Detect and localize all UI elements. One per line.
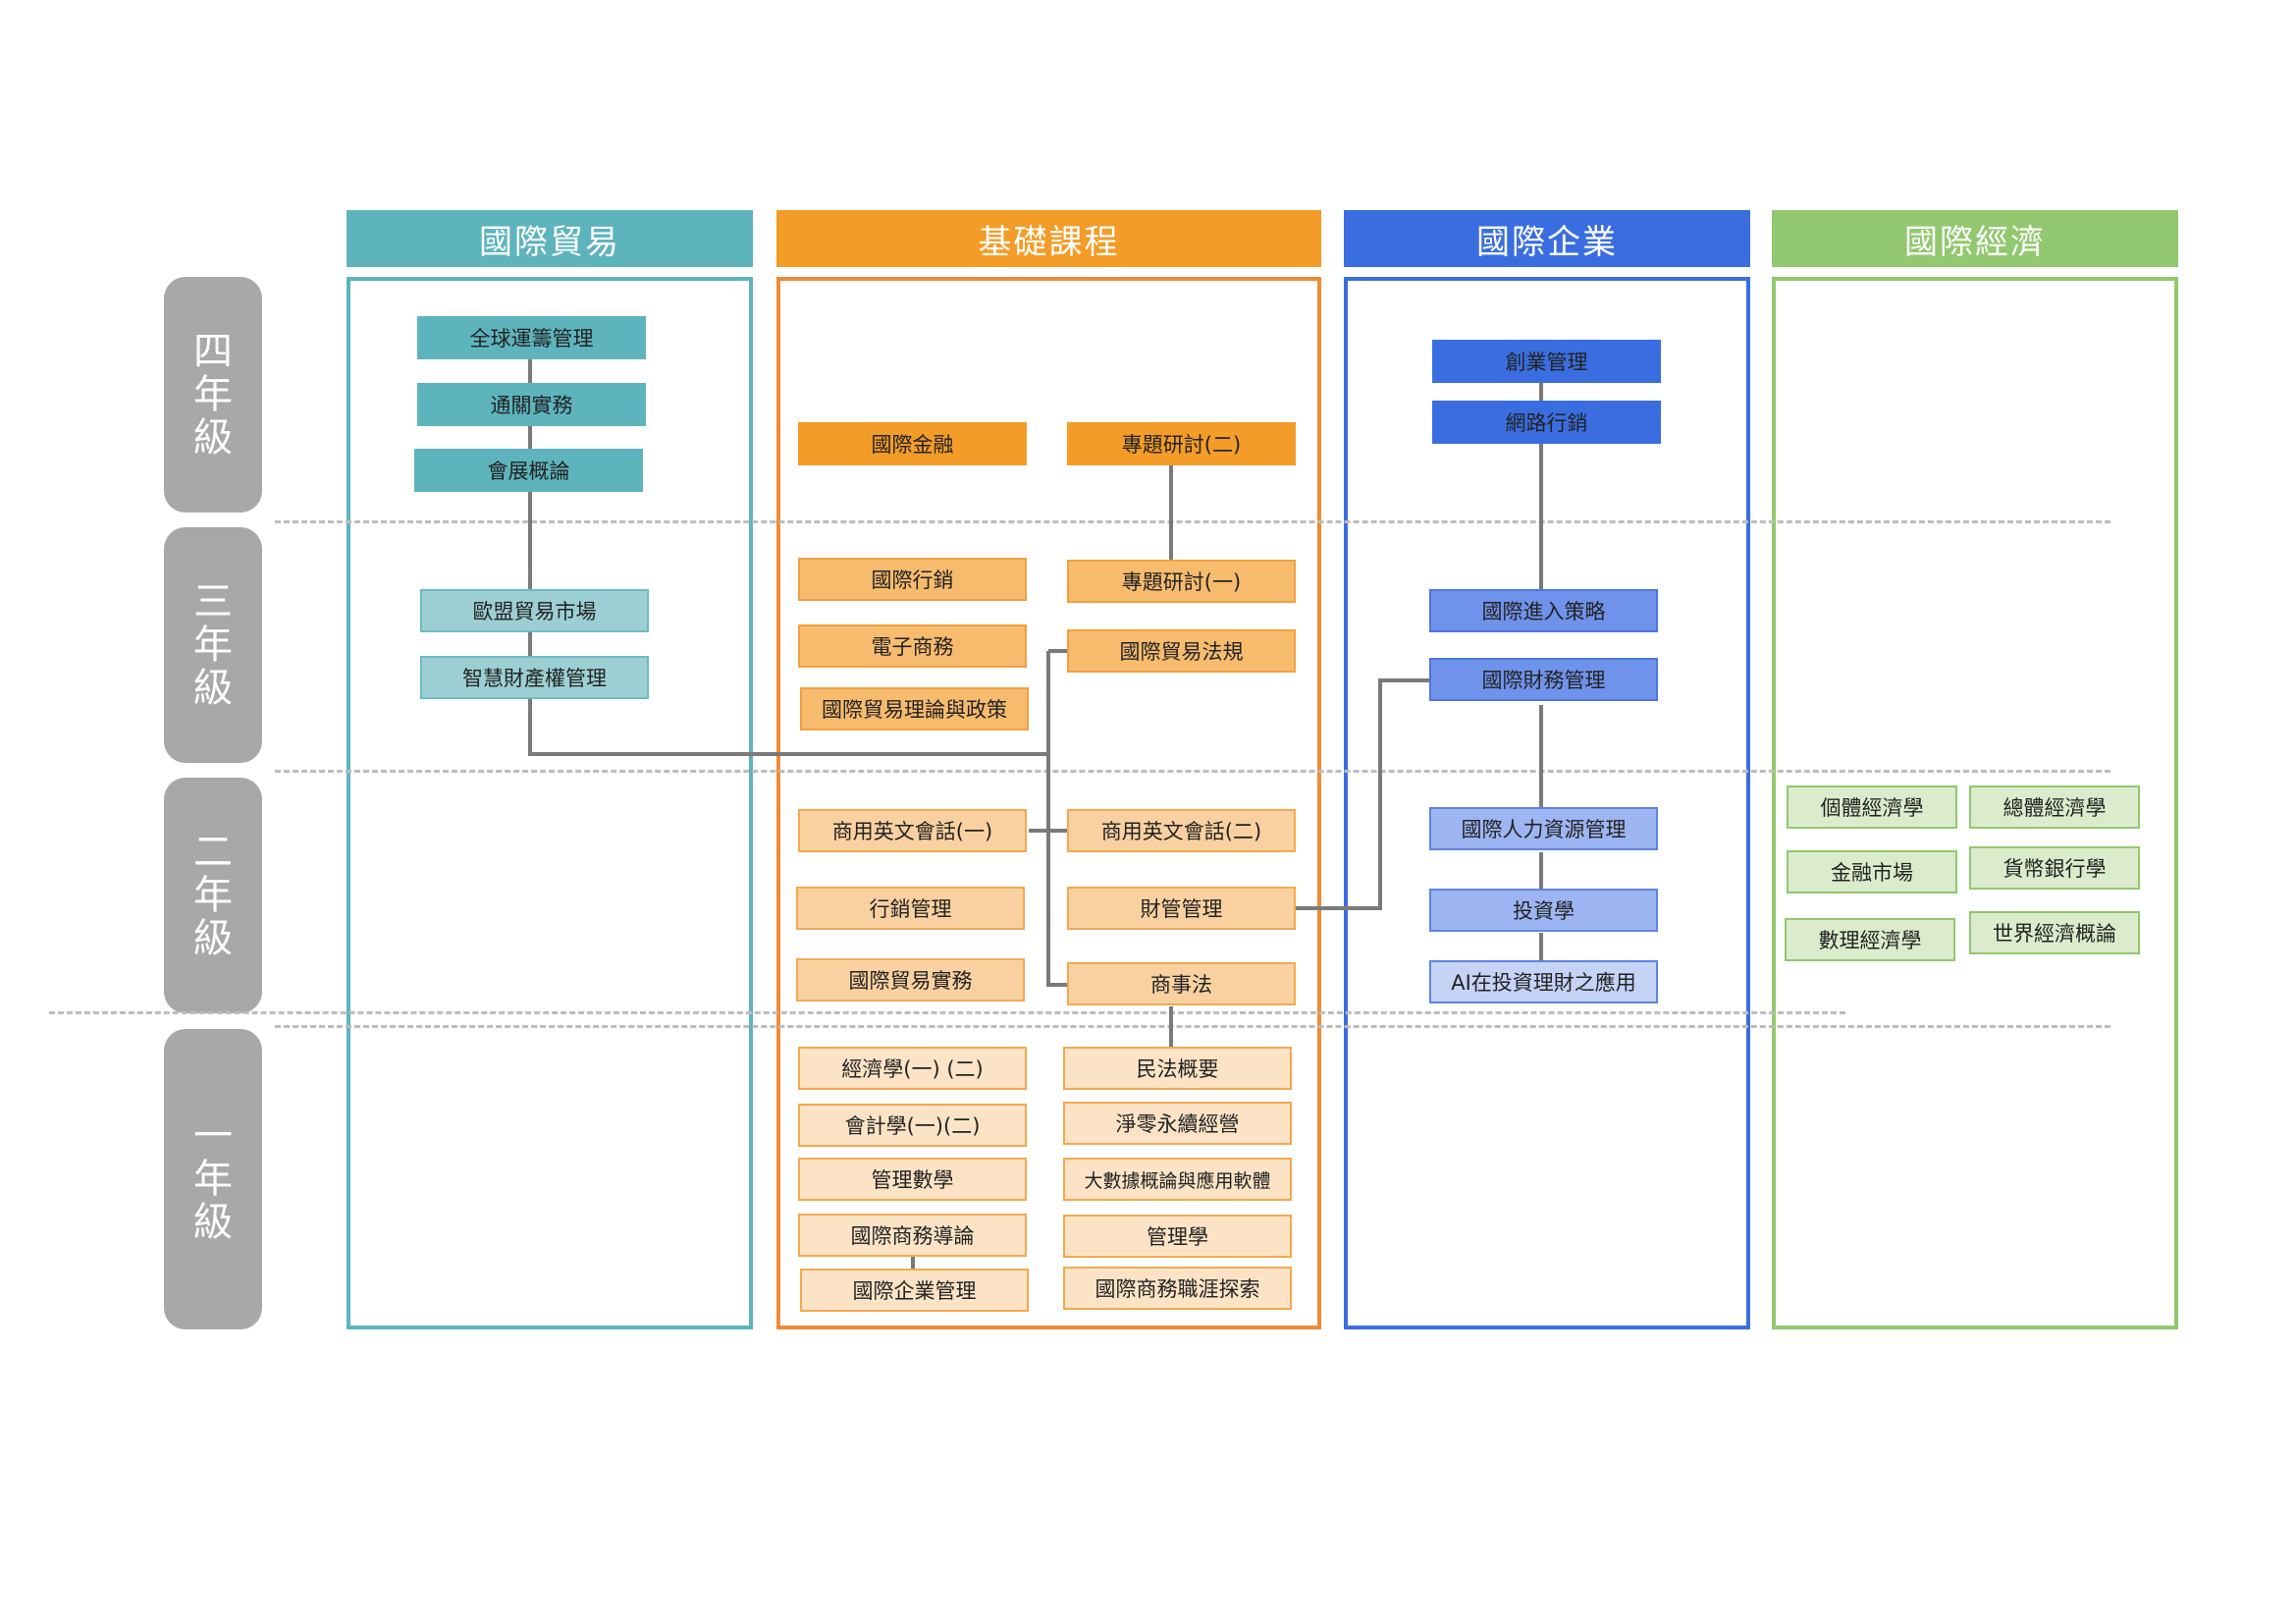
year-divider	[275, 520, 2110, 523]
course-box: 國際進入策略	[1429, 589, 1658, 632]
course-box: 經濟學(一) (二)	[798, 1047, 1027, 1090]
connector	[1296, 678, 1429, 910]
year-char: 級	[193, 1200, 233, 1245]
year-char: 年	[193, 1157, 233, 1202]
course-box: 貨幣銀行學	[1969, 846, 2140, 890]
course-box: 個體經濟學	[1787, 785, 1957, 829]
course-box: 商用英文會話(一)	[798, 809, 1027, 852]
course-box: 專題研討(一)	[1067, 560, 1296, 603]
course-box: 國際貿易實務	[796, 958, 1025, 1001]
course-box: 投資學	[1429, 889, 1658, 932]
course-box: 網路行銷	[1432, 401, 1661, 444]
year-char: 年	[193, 873, 233, 918]
course-box: 總體經濟學	[1969, 785, 2140, 829]
course-box: 管理學	[1063, 1215, 1292, 1258]
year-divider	[49, 1011, 1845, 1014]
year-label-4: 四 年 級	[164, 277, 262, 513]
course-box: 管理數學	[798, 1158, 1027, 1201]
column-header-basic: 基礎課程	[776, 210, 1321, 267]
course-box: 金融市場	[1787, 850, 1957, 893]
course-box: 國際金融	[798, 422, 1027, 465]
year-char: 級	[193, 415, 233, 460]
year-char: 三	[193, 579, 233, 624]
course-box: 民法概要	[1063, 1047, 1292, 1090]
course-box: 全球運籌管理	[417, 316, 646, 359]
course-box: 商事法	[1067, 962, 1296, 1005]
course-box: 國際貿易理論與政策	[800, 687, 1029, 731]
year-divider	[275, 770, 2110, 773]
course-box: 國際人力資源管理	[1429, 807, 1658, 850]
year-char: 級	[193, 916, 233, 961]
column-frame-basic	[776, 277, 1321, 1329]
course-box: 通關實務	[417, 383, 646, 426]
course-box: 智慧財產權管理	[420, 656, 649, 699]
course-box: 淨零永續經營	[1063, 1102, 1292, 1145]
course-box: 創業管理	[1432, 340, 1661, 383]
course-box: 財管管理	[1067, 887, 1296, 930]
year-label-3: 三 年 級	[164, 527, 262, 763]
column-header-trade: 國際貿易	[347, 210, 753, 267]
year-label-2: 二 年 級	[164, 778, 262, 1013]
course-box: 數理經濟學	[1785, 918, 1955, 961]
column-header-economics: 國際經濟	[1772, 210, 2178, 267]
course-box: 國際商務職涯探索	[1063, 1267, 1292, 1310]
course-box: 會展概論	[414, 449, 643, 492]
year-char: 年	[193, 372, 233, 417]
column-frame-business	[1344, 277, 1750, 1329]
course-box: 國際貿易法規	[1067, 629, 1296, 673]
year-char: 年	[193, 623, 233, 668]
course-box: 專題研討(二)	[1067, 422, 1296, 465]
year-char: 二	[193, 830, 233, 875]
column-frame-economics	[1772, 277, 2178, 1329]
course-box: 電子商務	[798, 624, 1027, 668]
course-box: 行銷管理	[796, 887, 1025, 930]
year-label-1: 一 年 級	[164, 1029, 262, 1329]
course-box: 國際行銷	[798, 558, 1027, 601]
course-box: 世界經濟概論	[1969, 911, 2140, 954]
course-box: 國際企業管理	[800, 1269, 1029, 1312]
course-box: 國際商務導論	[798, 1214, 1027, 1257]
course-box: AI在投資理財之應用	[1429, 960, 1658, 1003]
connector	[1046, 651, 1067, 987]
column-header-business: 國際企業	[1344, 210, 1750, 267]
year-char: 四	[193, 329, 233, 374]
year-char: 一	[193, 1113, 233, 1159]
column-frame-trade	[347, 277, 753, 1329]
course-box: 會計學(一)(二)	[798, 1104, 1027, 1147]
course-box: 國際財務管理	[1429, 658, 1658, 701]
course-box: 商用英文會話(二)	[1067, 809, 1296, 852]
course-box: 歐盟貿易市場	[420, 589, 649, 632]
year-char: 級	[193, 666, 233, 711]
year-divider	[275, 1025, 2110, 1028]
course-box: 大數據概論與應用軟體	[1063, 1158, 1292, 1201]
